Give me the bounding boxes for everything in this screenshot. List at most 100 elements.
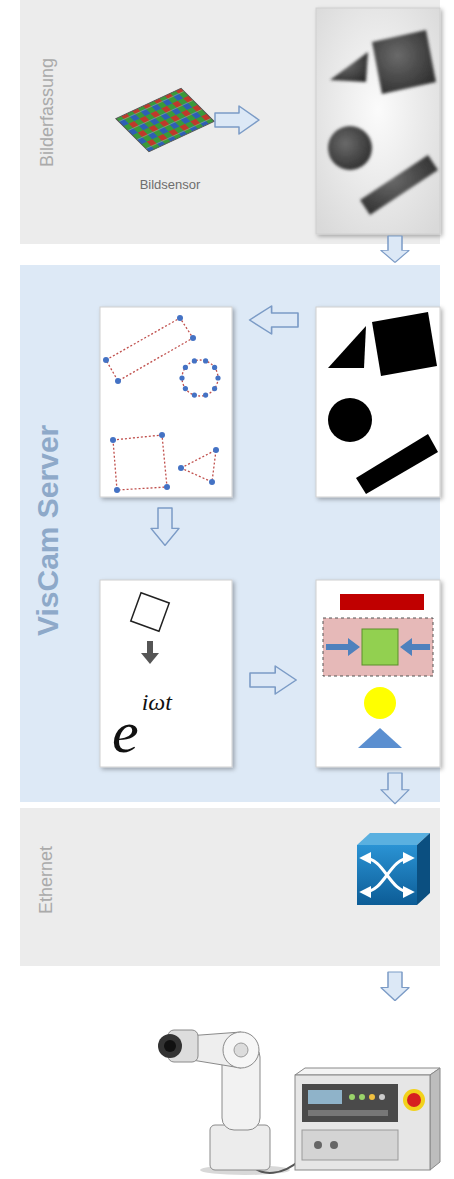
- panel: [100, 307, 232, 497]
- flow-arrow: [215, 106, 259, 134]
- robot-illustration: [403, 1089, 425, 1111]
- robot-illustration: [407, 1093, 421, 1107]
- contour-points: [103, 315, 221, 493]
- binary-image: [372, 312, 437, 376]
- panel: [316, 580, 440, 767]
- contour-points: [110, 437, 116, 443]
- robot-illustration: [359, 1094, 365, 1100]
- shape-symbol: [131, 593, 169, 664]
- switch-icon: [357, 833, 430, 905]
- robot-illustration: [430, 1068, 440, 1170]
- band-ground: [20, 265, 440, 802]
- result-image: [340, 594, 424, 610]
- contour-points: [209, 479, 215, 485]
- contour-points: [177, 315, 183, 321]
- flow-arrow: [151, 508, 179, 545]
- contour-image: [113, 435, 167, 490]
- panel: [100, 580, 232, 767]
- robot-illustration: [330, 1141, 338, 1149]
- image-sensor: [116, 88, 214, 152]
- contour-points: [190, 335, 196, 341]
- shape-symbol: [147, 641, 153, 654]
- contour-points: [179, 375, 184, 380]
- switch-icon: [364, 858, 410, 892]
- flow-arrow: [381, 972, 409, 1001]
- robot-illustration: [302, 1130, 398, 1160]
- formula-base: e: [112, 702, 139, 762]
- result-image: [323, 618, 433, 676]
- result-image: [358, 728, 402, 748]
- contour-points: [159, 432, 165, 438]
- contour-points: [212, 365, 217, 370]
- band-title: Bilderfassung: [37, 57, 58, 166]
- switch-icon: [417, 833, 430, 905]
- server-band: VisCam Server eiωt: [20, 265, 440, 802]
- formula-exponent: iωt: [142, 690, 172, 714]
- robot-illustration: [302, 1084, 398, 1122]
- camera-image: [328, 30, 438, 215]
- robot-illustration: [349, 1094, 355, 1100]
- switch-icon: [357, 845, 417, 905]
- contour-points: [212, 386, 217, 391]
- contour-points: [192, 393, 197, 398]
- result-image: [400, 638, 430, 656]
- flow-arrow: [381, 236, 409, 262]
- flow-arrow: [381, 773, 409, 804]
- contour-image: [182, 360, 218, 396]
- robot-illustration: [308, 1110, 388, 1116]
- contour-points: [115, 378, 121, 384]
- camera-image: [360, 155, 438, 215]
- contour-image: [106, 318, 193, 381]
- result-image: [323, 594, 433, 748]
- switch-icon: [364, 858, 410, 892]
- flow-arrow: [250, 666, 296, 694]
- robot-illustration: [295, 1075, 430, 1170]
- panel: [316, 307, 440, 497]
- camera-image: [372, 30, 436, 94]
- band-title: VisCam Server: [31, 424, 66, 635]
- binary-image: [356, 434, 438, 494]
- camera-image: [328, 126, 372, 170]
- stage-band: Bilderfassung: [20, 0, 440, 244]
- binary-image: [328, 312, 438, 494]
- robot-illustration: [369, 1094, 375, 1100]
- contour-points: [103, 357, 109, 363]
- component-label: Bildsensor: [140, 178, 201, 193]
- robot-illustration: [308, 1090, 342, 1104]
- contour-points: [114, 487, 120, 493]
- contour-points: [213, 447, 219, 453]
- flow-arrow: [250, 306, 298, 334]
- robot-illustration: [295, 1068, 440, 1075]
- shape-symbol: [131, 593, 169, 631]
- result-image: [364, 687, 396, 719]
- result-image: [326, 638, 360, 656]
- binary-image: [328, 398, 372, 442]
- contour-points: [203, 393, 208, 398]
- binary-image: [328, 326, 366, 368]
- contour-points: [203, 358, 208, 363]
- band-ground: [20, 808, 440, 966]
- image-sensor: [116, 88, 214, 152]
- panel: [316, 8, 440, 234]
- result-image: [362, 629, 398, 665]
- robot-illustration: [164, 1040, 176, 1052]
- contour-image: [181, 450, 216, 482]
- robot-illustration: [223, 1032, 259, 1068]
- contour-points: [192, 358, 197, 363]
- formula-panel: eiωt: [100, 580, 232, 767]
- band-title: Ethernet: [36, 846, 57, 914]
- contour-points: [178, 465, 184, 471]
- contour-points: [215, 375, 220, 380]
- contour-points: [183, 386, 188, 391]
- contour-image: [106, 318, 218, 490]
- robot-illustration: [210, 1125, 270, 1170]
- robot-illustration: [158, 1030, 440, 1175]
- panel: [100, 8, 440, 767]
- contour-points: [164, 484, 170, 490]
- robot-illustration: [379, 1094, 385, 1100]
- robot-illustration: [158, 1034, 182, 1058]
- shape-symbol: [141, 653, 159, 664]
- camera-image: [330, 52, 368, 82]
